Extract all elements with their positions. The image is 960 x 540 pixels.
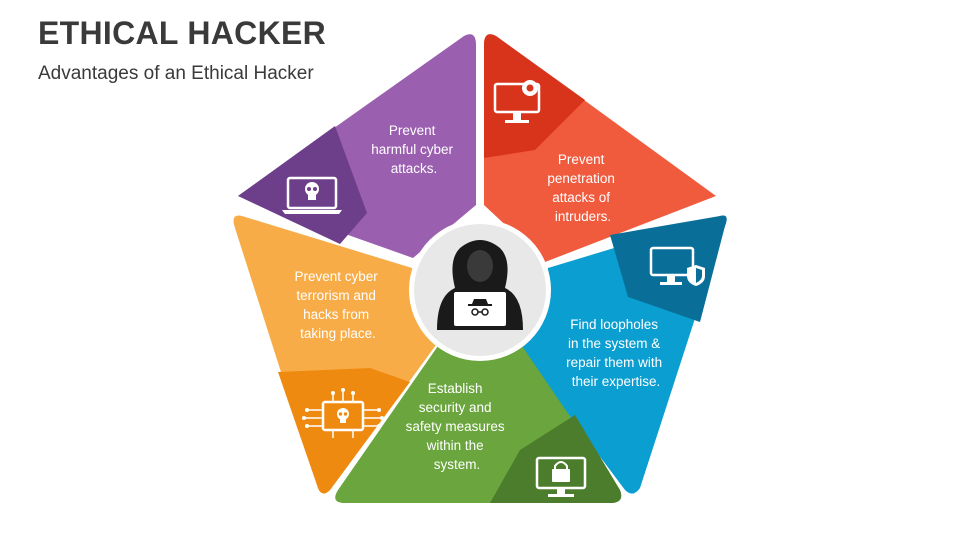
segment-orange: Prevent cyber terrorism and hacks from t… (233, 215, 436, 494)
laptop-skull-icon (282, 176, 342, 214)
segment-green-text: Establish security and safety measures w… (406, 381, 509, 472)
circuit-skull-laptop-icon (302, 388, 384, 438)
segment-blue-text: Find loopholes in the system & repair th… (566, 317, 666, 389)
monitor-lock-icon (535, 456, 587, 497)
segment-purple-text: Prevent harmful cyber attacks. (371, 123, 457, 176)
segment-green: Establish security and safety measures w… (335, 343, 622, 503)
monitor-gear-icon (493, 80, 541, 123)
segment-red-text: Prevent penetration attacks of intruders… (547, 152, 618, 224)
page-title: ETHICAL HACKER (38, 15, 327, 51)
segment-purple: Prevent harmful cyber attacks. (238, 34, 476, 259)
monitor-shield-icon (649, 246, 705, 286)
segment-blue: Find loopholes in the system & repair th… (520, 215, 727, 494)
center-hacker (409, 219, 551, 361)
hooded-hacker-laptop-icon (437, 240, 523, 330)
page-subtitle: Advantages of an Ethical Hacker (38, 63, 314, 84)
segment-orange-text: Prevent cyber terrorism and hacks from t… (294, 269, 381, 341)
segment-red: Prevent penetration attacks of intruders… (484, 34, 716, 263)
